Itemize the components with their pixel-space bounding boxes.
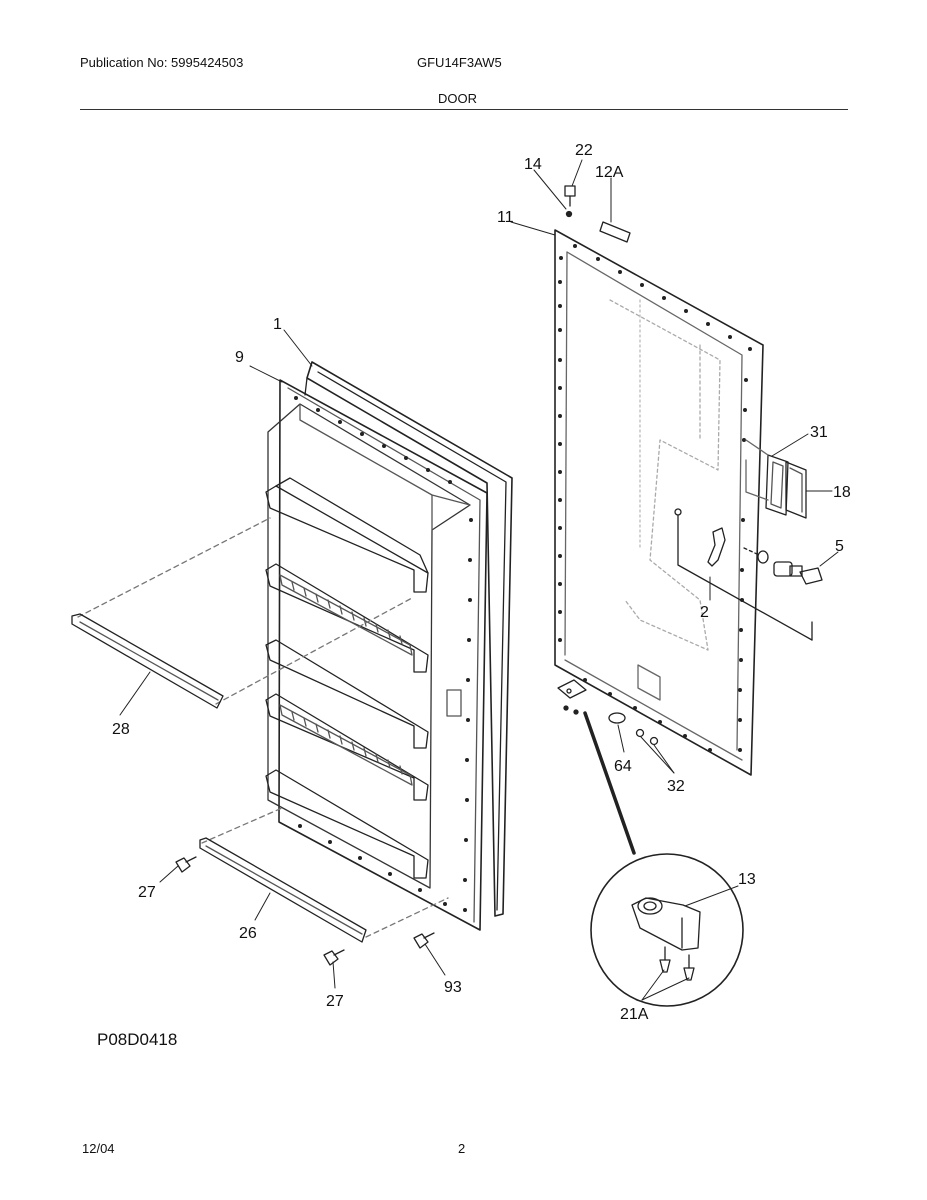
- callout-93: 93: [444, 979, 462, 996]
- callout-14: 14: [524, 156, 542, 173]
- leader-lines: [119, 159, 839, 1001]
- outer-door-panel: [554, 229, 764, 776]
- model-number: GFU14F3AW5: [417, 55, 502, 70]
- section-title: DOOR: [438, 91, 477, 106]
- lower-hinge-small: [557, 679, 587, 715]
- page-number: 2: [458, 1141, 466, 1156]
- shelf-rail-lower: [199, 837, 367, 943]
- rail-screw-bottom: [323, 949, 345, 966]
- callout-32: 32: [667, 778, 685, 795]
- callout-27-left: 27: [138, 884, 156, 901]
- hinge-pin-screw: [564, 185, 576, 218]
- callout-5: 5: [835, 538, 844, 555]
- handle-bezel: [765, 454, 789, 516]
- lock-assembly: [674, 508, 823, 641]
- callout-12a: 12A: [595, 164, 624, 181]
- door-handle: [785, 461, 807, 519]
- hole-plugs: [635, 728, 659, 746]
- callout-13: 13: [738, 871, 756, 888]
- callout-28: 28: [112, 721, 130, 738]
- rail-screw-left: [175, 856, 197, 873]
- callout-26: 26: [239, 925, 257, 942]
- callout-9: 9: [235, 349, 244, 366]
- door-gasket: [304, 361, 513, 917]
- callout-2: 2: [700, 604, 709, 621]
- callout-22: 22: [575, 142, 593, 159]
- callout-31: 31: [810, 424, 828, 441]
- door-stop: [608, 712, 626, 724]
- footer-date: 12/04: [82, 1141, 115, 1156]
- hinge-detail-circle: [590, 853, 744, 1007]
- drawing-code: P08D0418: [97, 1030, 178, 1049]
- callout-64: 64: [614, 758, 632, 775]
- door-liner: [267, 379, 488, 931]
- callout-1: 1: [273, 316, 282, 333]
- callout-18: 18: [833, 484, 851, 501]
- door-shelves: [265, 477, 429, 879]
- callout-21a: 21A: [620, 1006, 649, 1023]
- label-plate: [599, 221, 631, 243]
- shelf-rail-upper: [71, 613, 224, 709]
- liner-screw: [413, 932, 435, 949]
- callout-11: 11: [497, 209, 514, 226]
- header-divider: [80, 109, 848, 110]
- publication-number: Publication No: 5995424503: [80, 55, 244, 70]
- callout-27-bottom: 27: [326, 993, 344, 1010]
